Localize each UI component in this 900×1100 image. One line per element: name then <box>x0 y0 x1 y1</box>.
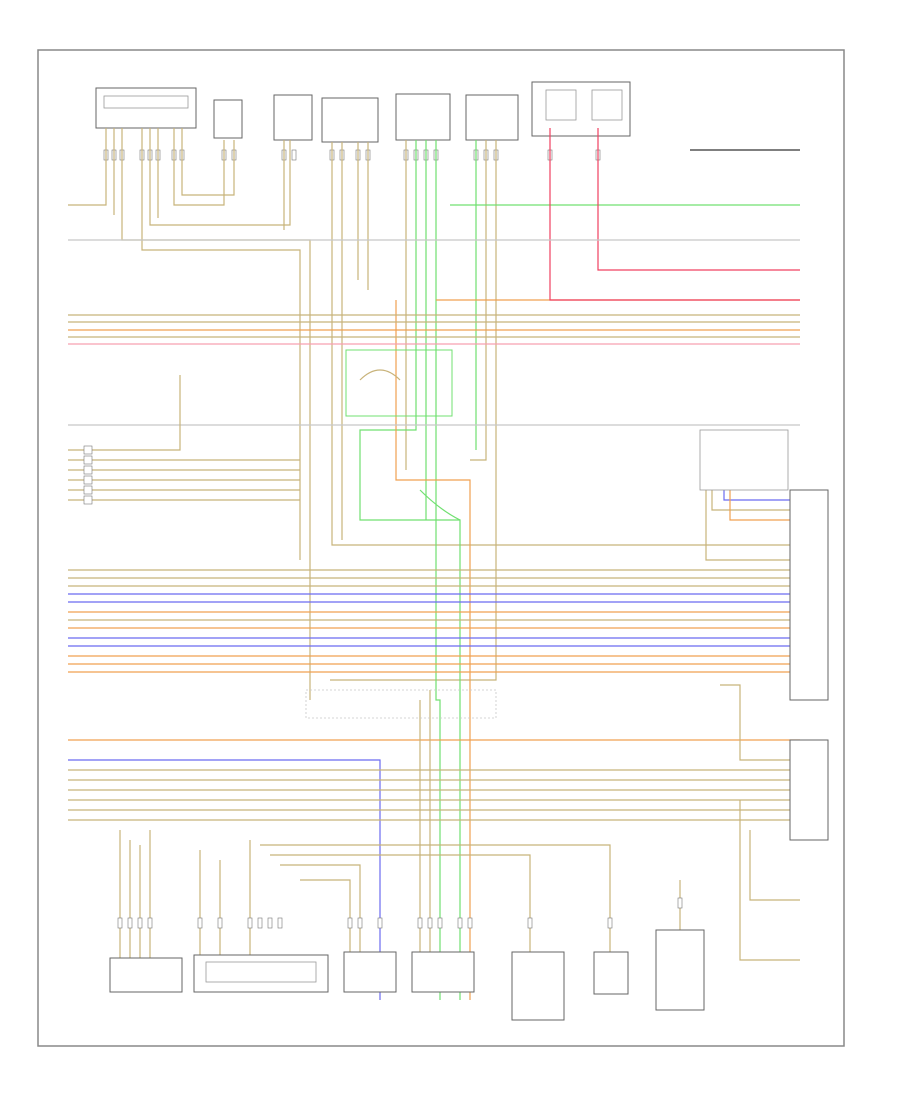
wires-horizontal-bus-middle <box>68 569 790 673</box>
top-pin-groups <box>103 149 601 161</box>
top-components <box>95 81 631 143</box>
component-center-switch <box>321 97 379 143</box>
component-center-multi-module-inner <box>205 961 317 983</box>
bottom-components <box>109 929 705 1021</box>
wires-left-connector <box>68 375 300 501</box>
component-brake-sensor <box>213 99 243 139</box>
component-fuse-relay-right <box>591 89 623 121</box>
diagram-frame <box>37 49 845 1047</box>
component-left-front-door <box>273 94 313 141</box>
component-connector-panel <box>699 429 789 491</box>
component-right-front-door <box>395 93 451 141</box>
component-passenger-control-module <box>655 929 705 1011</box>
wires-top-section <box>68 128 800 1000</box>
component-right-front-door-switch <box>343 951 397 993</box>
right-components <box>699 429 829 841</box>
wires-right-side <box>700 439 800 961</box>
component-instrument-cluster <box>789 489 829 701</box>
component-pdc-module <box>411 951 475 993</box>
wires-horizontal-bus-upper <box>68 239 800 426</box>
component-trailer-module <box>511 951 565 1021</box>
component-rear-right-module <box>593 951 629 995</box>
component-fuse-relay-left <box>545 89 577 121</box>
component-left-rear-door-module-inner <box>103 95 189 109</box>
center-splice-network <box>305 349 497 719</box>
component-left-front-center-module <box>109 957 183 993</box>
left-edge-connectors <box>83 445 93 505</box>
component-right-rear-door <box>465 94 519 141</box>
component-left-front-control <box>789 739 829 841</box>
bottom-pin-groups <box>117 897 683 929</box>
